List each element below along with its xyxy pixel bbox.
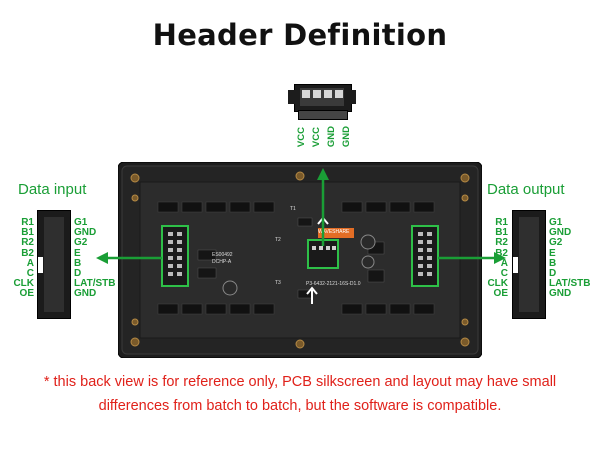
pin-label: GND [549,288,572,300]
pin-label: CLK [13,278,34,290]
pin-label: G1 [74,217,88,228]
page-title: Header Definition [152,18,448,52]
part-number-label: P3-6432-2121-16S-D1.0 [306,281,361,287]
data-output-label: Data output [487,181,565,198]
pin-label: A [500,257,508,269]
data-input-left-pins: R1 B1 R2 B2 A C CLK OE [6,217,34,300]
led-panel-back [118,162,482,358]
pin-label: GND [74,227,97,239]
power-connector [288,84,356,120]
data-input-label: Data input [18,181,87,198]
pin-label: B2 [495,247,508,259]
pin-label: OE [493,288,508,300]
footnote-line-2: differences from batch to batch, but the… [98,398,502,414]
pin-label: R2 [495,237,508,249]
pin-label: R2 [21,237,34,249]
pin-label: B1 [21,227,34,239]
data-input-right-pins: G1 GND G2 E B D LAT/STB GND [74,217,124,300]
pin-label: D [549,267,557,279]
footnote-line-1: * this back view is for reference only, … [43,374,557,390]
t2-label: T2 [275,237,281,243]
pin-label: GND [74,288,97,300]
pin-label: R1 [495,217,508,228]
pin-label: G1 [549,217,563,228]
data-output-connector [512,210,546,319]
pin-label: B [74,257,82,269]
pin-label: G2 [74,237,88,249]
pin-label: A [26,257,34,269]
pin-label: LAT/STB [74,278,116,290]
pin-label: CLK [487,278,508,290]
pin-label: C [26,267,34,279]
pin-label: LAT/STB [549,278,591,290]
pin-label: B [549,257,557,269]
pin-label: C [500,267,508,279]
chip-logo-label: WAVESHARE [318,229,350,235]
pin-label: E [74,247,81,259]
pin-label: D [74,267,82,279]
pin-label: OE [19,288,34,300]
pin-label: B1 [495,227,508,239]
chip-sub-label: DCHP-A [212,259,232,265]
data-input-connector [37,210,71,319]
data-output-left-pins: R1 B1 R2 B2 A C CLK OE [480,217,508,300]
chip-model-label: ES00492 [212,252,233,258]
pin-label: E [549,247,556,259]
t1-label: T1 [290,206,296,212]
pin-label: B2 [21,247,34,259]
data-output-right-pins: G1 GND G2 E B D LAT/STB GND [549,217,599,300]
pin-label: R1 [21,217,34,228]
t3-label: T3 [275,280,281,286]
pin-label: G2 [549,237,563,249]
pin-label: GND [549,227,572,239]
